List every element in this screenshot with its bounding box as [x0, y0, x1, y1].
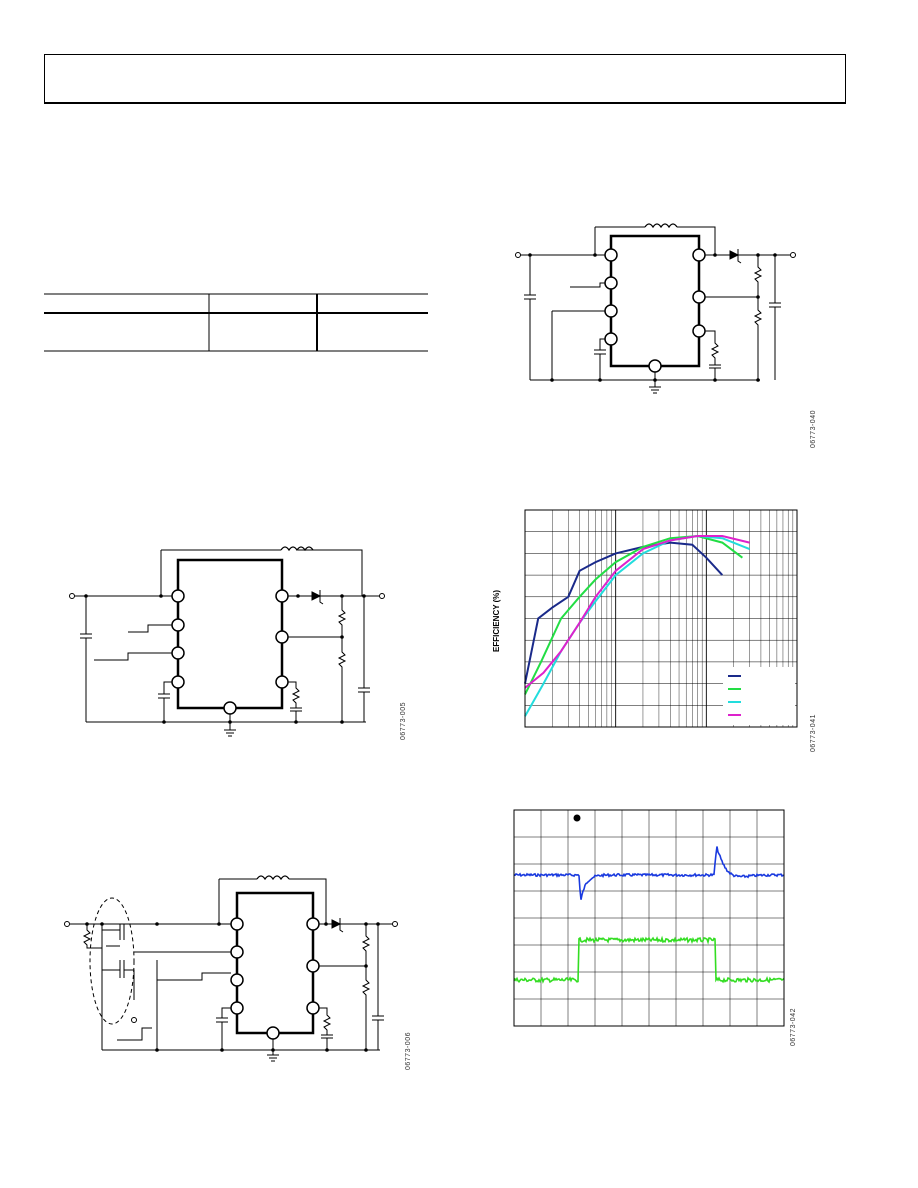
figure-id: 06773-006	[405, 1032, 412, 1070]
scope-capture	[513, 809, 785, 1027]
efficiency-series	[524, 534, 750, 717]
page-header-box	[44, 54, 846, 104]
trigger-marker	[573, 814, 581, 822]
figure-id: 06773-040	[810, 410, 817, 448]
scope-traces	[513, 846, 785, 984]
efficiency-legend	[723, 667, 795, 725]
scope-grid	[514, 810, 784, 1026]
schematic-left-middle	[69, 546, 385, 737]
efficiency-series-line-4	[524, 535, 750, 689]
scope-trace-2	[513, 935, 785, 984]
efficiency-ylabel: EFFICIENCY (%)	[492, 589, 501, 652]
efficiency-series-line-1	[524, 541, 724, 684]
spec-table	[44, 293, 428, 352]
figure-id: 06773-041	[810, 714, 817, 752]
efficiency-series-line-2	[524, 534, 744, 695]
figure-id: 06773-005	[400, 702, 407, 740]
efficiency-chart	[524, 509, 798, 728]
schematic-top-right	[515, 223, 796, 394]
schematic-left-bottom	[64, 875, 398, 1062]
efficiency-grid	[525, 510, 797, 727]
figure-id: 06773-042	[790, 1008, 797, 1046]
efficiency-series-line-3	[524, 534, 750, 717]
scope-trace-1	[513, 846, 785, 900]
